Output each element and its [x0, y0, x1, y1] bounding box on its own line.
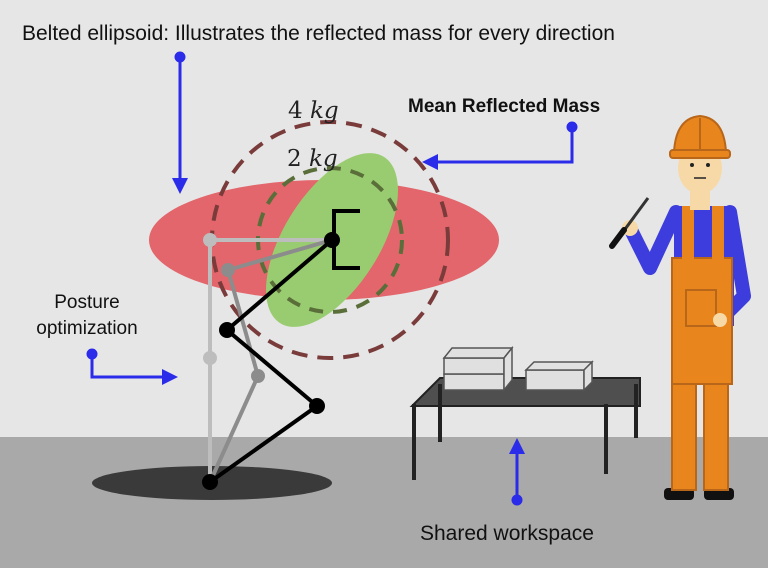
robot-arm-black [202, 232, 340, 490]
arrow-mean-reflected-mass [422, 121, 578, 170]
mass-4kg-value: 4 [288, 98, 303, 124]
mass-4kg-unit: kg [309, 98, 339, 124]
arrow-belted-ellipsoid [172, 51, 188, 194]
workspace-box-stack [442, 345, 514, 393]
mass-2kg-value: 2 [287, 146, 302, 172]
shared-workspace-label: Shared workspace [420, 522, 594, 545]
mass-label-2kg: 2 kg [287, 146, 338, 172]
worker [609, 114, 751, 500]
robot-ghost-gray [208, 238, 333, 483]
floor [0, 437, 768, 568]
belted-ellipsoid-label: Belted ellipsoid: Illustrates the reflec… [22, 22, 615, 45]
arrow-shared-workspace [509, 438, 525, 506]
mass-2kg-unit: kg [308, 146, 338, 172]
mass-label-4kg: 4 kg [288, 98, 339, 124]
arrow-posture-optimization [86, 348, 178, 385]
workspace-box-single [524, 360, 594, 392]
robot-gripper [332, 209, 360, 270]
posture-optimization-label: Posture optimization [36, 292, 138, 339]
robot-ghost-light [203, 233, 332, 482]
mean-reflected-mass-label: Mean Reflected Mass [408, 96, 601, 117]
